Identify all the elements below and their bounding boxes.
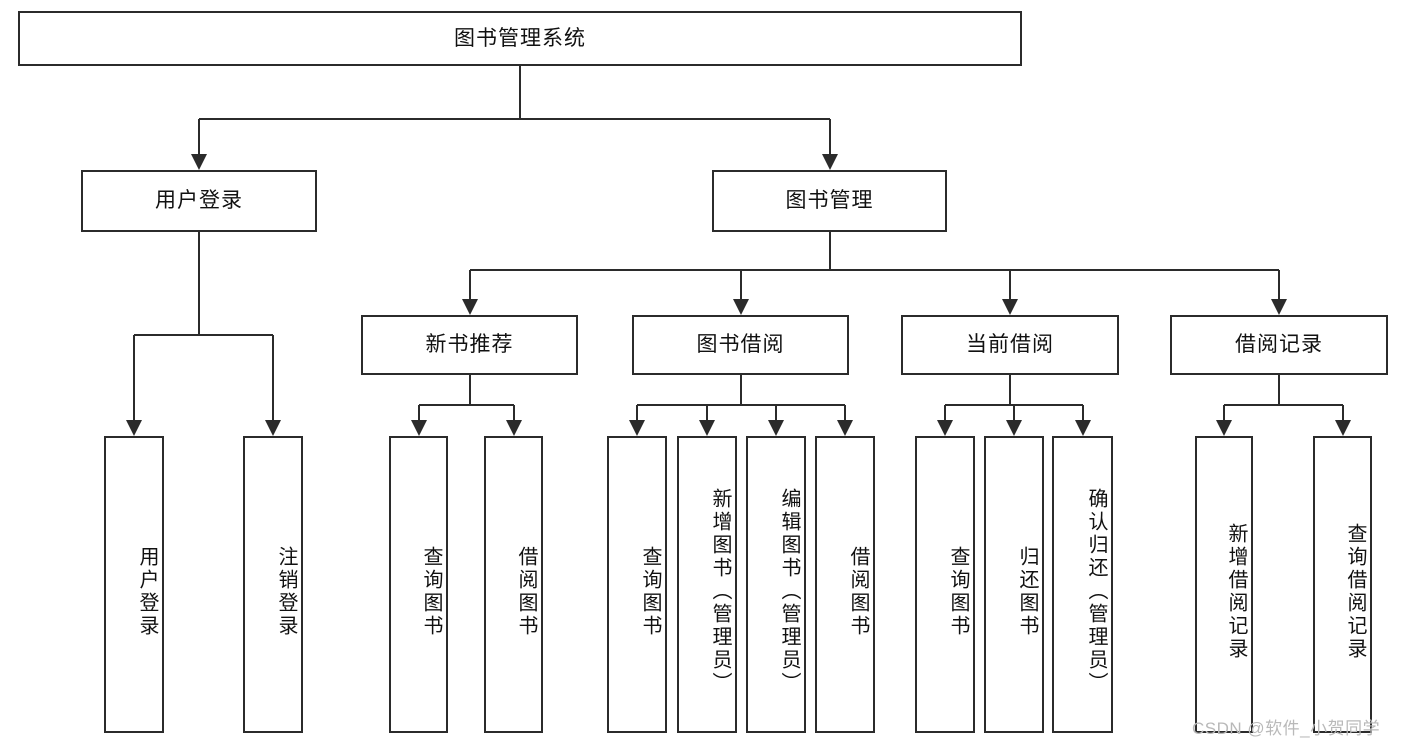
- arrowhead-icon: [732, 299, 749, 315]
- arrowhead-icon: [629, 420, 645, 436]
- arrowhead-icon: [410, 420, 427, 436]
- connector-drop-leaf-12: [1341, 405, 1344, 420]
- connector-bus-leaf-借阅记录: [1224, 404, 1343, 406]
- connector-drop-level3-2: [1009, 270, 1011, 299]
- node-leaf-确认归还管理员-10[interactable]: 确认归还（管理员）: [1052, 436, 1113, 733]
- connector-stem-level3: [828, 232, 831, 270]
- node-label: 新书推荐: [425, 333, 514, 357]
- connector-drop-leaf-10: [1081, 405, 1084, 420]
- node-root-图书管理系统[interactable]: 图书管理系统: [18, 11, 1022, 66]
- connector-drop-leaf-5: [706, 405, 708, 420]
- arrowhead-icon: [1006, 420, 1022, 436]
- node-level3-借阅记录[interactable]: 借阅记录: [1170, 315, 1388, 375]
- node-label: 用户登录: [136, 545, 158, 638]
- node-label: 查询图书: [639, 545, 661, 638]
- connector-drop-leaf-9: [1013, 405, 1015, 420]
- connector-drop-level3-1: [739, 270, 742, 299]
- arrowhead-icon: [265, 420, 281, 436]
- node-label: 用户登录: [155, 189, 243, 213]
- connector-bus-leaf-新书推荐: [418, 404, 514, 406]
- connector-stem-leaf-当前借阅: [1009, 375, 1011, 405]
- arrowhead-icon: [937, 420, 953, 436]
- arrowhead-icon: [505, 420, 522, 436]
- connector-drop-leaf-8: [944, 405, 946, 420]
- node-leaf-借阅图书-7[interactable]: 借阅图书: [815, 436, 875, 733]
- connector-drop-leaf-3: [512, 405, 515, 420]
- connector-drop-level3-3: [1278, 270, 1280, 299]
- arrowhead-icon: [768, 420, 784, 436]
- node-label: 归还图书: [1016, 545, 1038, 638]
- connector-drop-level3-0: [468, 270, 471, 299]
- node-leaf-借阅图书-3[interactable]: 借阅图书: [484, 436, 543, 733]
- node-label: 图书借阅: [696, 333, 785, 357]
- node-label: 新增借阅记录: [1225, 522, 1247, 661]
- node-label: 确认归还（管理员）: [1085, 488, 1107, 695]
- arrowhead-icon: [1334, 420, 1351, 436]
- arrowhead-icon: [461, 299, 478, 315]
- node-label: 查询图书: [947, 545, 969, 638]
- node-leaf-查询图书-8[interactable]: 查询图书: [915, 436, 975, 733]
- connector-drop-level2-1: [828, 119, 831, 154]
- connector-root-stem: [519, 66, 521, 119]
- node-label: 新增图书（管理员）: [709, 488, 731, 695]
- connector-drop-leaf-6: [775, 405, 777, 420]
- connector-drop-leaf-11: [1223, 405, 1225, 420]
- connector-bus-leaf-用户登录: [134, 334, 273, 336]
- arrowhead-icon: [1271, 299, 1287, 315]
- connector-drop-leaf-0: [133, 335, 135, 420]
- connector-bus-level2: [199, 118, 830, 120]
- node-label: 当前借阅: [966, 333, 1054, 357]
- connector-bus-leaf-图书借阅: [637, 404, 845, 406]
- connector-drop-leaf-1: [272, 335, 274, 420]
- node-level3-新书推荐[interactable]: 新书推荐: [361, 315, 578, 375]
- arrowhead-icon: [1074, 420, 1091, 436]
- connector-stem-leaf-用户登录: [198, 232, 200, 335]
- node-leaf-用户登录-0[interactable]: 用户登录: [104, 436, 164, 733]
- node-leaf-注销登录-1[interactable]: 注销登录: [243, 436, 303, 733]
- connector-bus-level3: [469, 269, 1279, 271]
- node-level3-图书借阅[interactable]: 图书借阅: [632, 315, 849, 375]
- arrowhead-icon: [699, 420, 715, 436]
- arrowhead-icon: [191, 154, 207, 170]
- node-level2-图书管理[interactable]: 图书管理: [712, 170, 947, 232]
- connector-drop-leaf-7: [844, 405, 846, 420]
- node-label: 借阅记录: [1235, 333, 1323, 357]
- node-level3-当前借阅[interactable]: 当前借阅: [901, 315, 1119, 375]
- node-leaf-查询借阅记录-12[interactable]: 查询借阅记录: [1313, 436, 1372, 733]
- connector-drop-leaf-4: [636, 405, 638, 420]
- node-leaf-新增图书管理员-5[interactable]: 新增图书（管理员）: [677, 436, 737, 733]
- node-label: 注销登录: [275, 545, 297, 638]
- node-leaf-新增借阅记录-11[interactable]: 新增借阅记录: [1195, 436, 1253, 733]
- arrowhead-icon: [1216, 420, 1232, 436]
- node-label: 借阅图书: [515, 545, 537, 638]
- connector-stem-leaf-借阅记录: [1278, 375, 1280, 405]
- arrowhead-icon: [1002, 299, 1018, 315]
- connector-stem-leaf-图书借阅: [739, 375, 742, 405]
- arrowhead-icon: [821, 154, 838, 170]
- node-label: 编辑图书（管理员）: [778, 488, 800, 695]
- node-leaf-查询图书-2[interactable]: 查询图书: [389, 436, 448, 733]
- node-label: 借阅图书: [847, 545, 869, 638]
- node-leaf-归还图书-9[interactable]: 归还图书: [984, 436, 1044, 733]
- arrowhead-icon: [126, 420, 142, 436]
- node-label: 查询借阅记录: [1344, 522, 1366, 661]
- node-leaf-编辑图书管理员-6[interactable]: 编辑图书（管理员）: [746, 436, 806, 733]
- node-label: 图书管理: [785, 189, 874, 213]
- node-label: 查询图书: [420, 545, 442, 638]
- connector-stem-leaf-新书推荐: [468, 375, 471, 405]
- arrowhead-icon: [837, 420, 853, 436]
- connector-drop-leaf-2: [417, 405, 420, 420]
- node-level2-用户登录[interactable]: 用户登录: [81, 170, 317, 232]
- node-leaf-查询图书-4[interactable]: 查询图书: [607, 436, 667, 733]
- node-label: 图书管理系统: [454, 26, 586, 50]
- connector-drop-level2-0: [198, 119, 200, 154]
- watermark-label: CSDN @软件_小贺同学: [1192, 719, 1381, 738]
